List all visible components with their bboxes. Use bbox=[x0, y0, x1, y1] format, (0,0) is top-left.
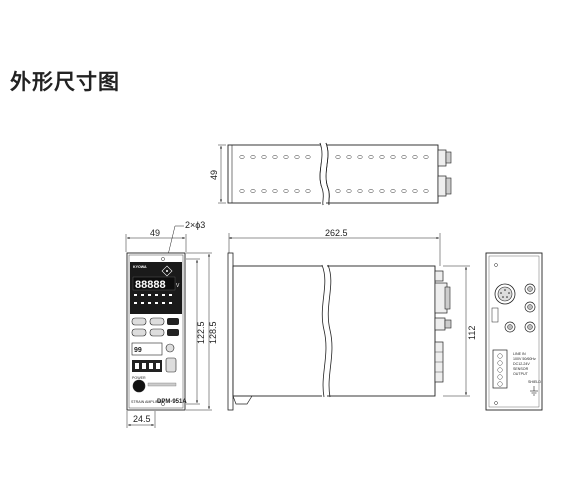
power-button[interactable] bbox=[132, 379, 146, 393]
front-height-dim-a: 122.5 bbox=[196, 321, 206, 344]
front-height-dim-b: 128.5 bbox=[208, 321, 218, 344]
vent-hole bbox=[379, 189, 385, 193]
rear-label-6: SHIELD bbox=[528, 380, 541, 384]
panel-button-3[interactable] bbox=[167, 318, 179, 325]
panel-button-2[interactable] bbox=[149, 317, 165, 326]
vent-hole bbox=[423, 189, 429, 193]
toggle-switch[interactable] bbox=[165, 357, 177, 373]
ground-icon bbox=[530, 386, 538, 396]
vent-hole bbox=[401, 189, 407, 193]
vent-hole bbox=[412, 189, 418, 193]
vent-hole bbox=[401, 155, 407, 159]
side-view: 262.5 112 bbox=[227, 228, 477, 411]
vent-hole bbox=[335, 189, 341, 193]
range-switch[interactable] bbox=[132, 360, 162, 372]
hole-note: 2×ϕ3 bbox=[185, 220, 205, 230]
rear-label-2: 100V 50/60Hz bbox=[513, 357, 536, 361]
vent-hole bbox=[272, 189, 278, 193]
power-label: POWER bbox=[132, 376, 146, 380]
panel-button-1[interactable] bbox=[131, 317, 147, 326]
vent-hole bbox=[368, 155, 374, 159]
unit-glyph: V bbox=[176, 283, 180, 289]
front-view: 49 2×ϕ3 KYOWA 88888 V bbox=[125, 220, 218, 428]
vent-hole bbox=[346, 189, 352, 193]
rear-label-5: OUTPUT bbox=[513, 372, 529, 376]
side-length-dim: 262.5 bbox=[325, 228, 348, 238]
vent-hole bbox=[412, 155, 418, 159]
vent-hole bbox=[239, 155, 245, 159]
vent-hole bbox=[390, 189, 396, 193]
front-width-dim: 49 bbox=[150, 228, 160, 238]
vent-hole bbox=[283, 189, 289, 193]
vent-holes-top bbox=[239, 155, 429, 193]
vent-hole bbox=[294, 155, 300, 159]
vent-hole bbox=[261, 189, 267, 193]
vent-hole bbox=[250, 155, 256, 159]
rear-label-3: DC12-24V bbox=[513, 362, 530, 366]
vent-hole bbox=[357, 155, 363, 159]
led-display: 88888 bbox=[135, 279, 166, 291]
brand-logo: KYOWA bbox=[133, 265, 147, 269]
panel-button-4[interactable] bbox=[131, 328, 147, 337]
side-height-dim: 112 bbox=[467, 326, 477, 340]
vent-hole bbox=[272, 155, 278, 159]
vent-hole bbox=[390, 155, 396, 159]
top-view: 49 bbox=[209, 142, 452, 206]
page-title: 外形尺寸图 bbox=[10, 70, 120, 94]
vent-hole bbox=[335, 155, 341, 159]
vent-hole bbox=[294, 189, 300, 193]
front-bottom-dim: 24.5 bbox=[133, 414, 151, 424]
direction-pad-icon[interactable] bbox=[161, 265, 173, 277]
vent-hole bbox=[261, 155, 267, 159]
vent-hole bbox=[250, 189, 256, 193]
vent-hole bbox=[423, 155, 429, 159]
rear-label-4: SENSOR bbox=[513, 367, 529, 371]
top-height-dim: 49 bbox=[209, 170, 219, 180]
panel-button-5[interactable] bbox=[149, 328, 165, 337]
model-name: DPM-951A bbox=[157, 399, 187, 405]
vent-hole bbox=[283, 155, 289, 159]
rear-label-1: LINE IN bbox=[513, 352, 526, 356]
vent-hole bbox=[346, 155, 352, 159]
vent-hole bbox=[305, 155, 311, 159]
rear-view: LINE IN 100V 50/60Hz DC12-24V SENSOR OUT… bbox=[485, 252, 543, 411]
vent-hole bbox=[368, 189, 374, 193]
vent-hole bbox=[239, 189, 245, 193]
adjust-knob[interactable] bbox=[165, 343, 175, 353]
vent-hole bbox=[357, 189, 363, 193]
vent-hole bbox=[379, 155, 385, 159]
svg-text:99: 99 bbox=[134, 347, 142, 354]
panel-button-6[interactable] bbox=[167, 329, 179, 336]
model-caption: STRAIN AMPLIFIER bbox=[131, 400, 164, 404]
vent-hole bbox=[305, 189, 311, 193]
